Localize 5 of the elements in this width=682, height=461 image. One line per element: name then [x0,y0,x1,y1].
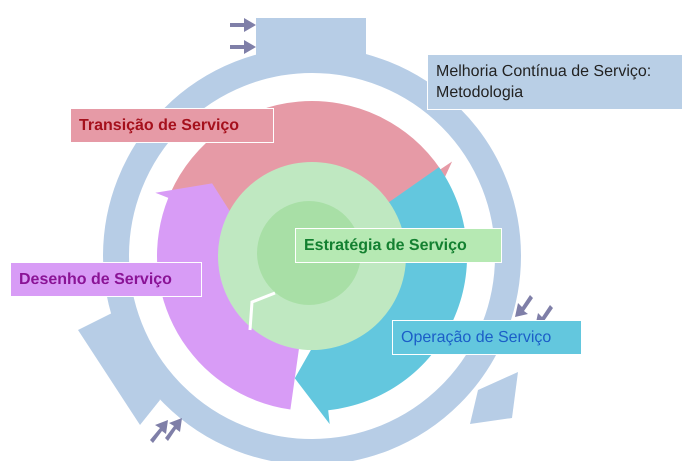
title-label: Melhoria Contínua de Serviço: Metodologia [427,54,682,110]
phase-label: Estratégia de Serviço [295,228,502,263]
phase-label: Transição de Serviço [70,108,274,143]
phase-label: Desenho de Serviço [10,262,202,297]
phase-label: Operação de Serviço [392,320,582,355]
